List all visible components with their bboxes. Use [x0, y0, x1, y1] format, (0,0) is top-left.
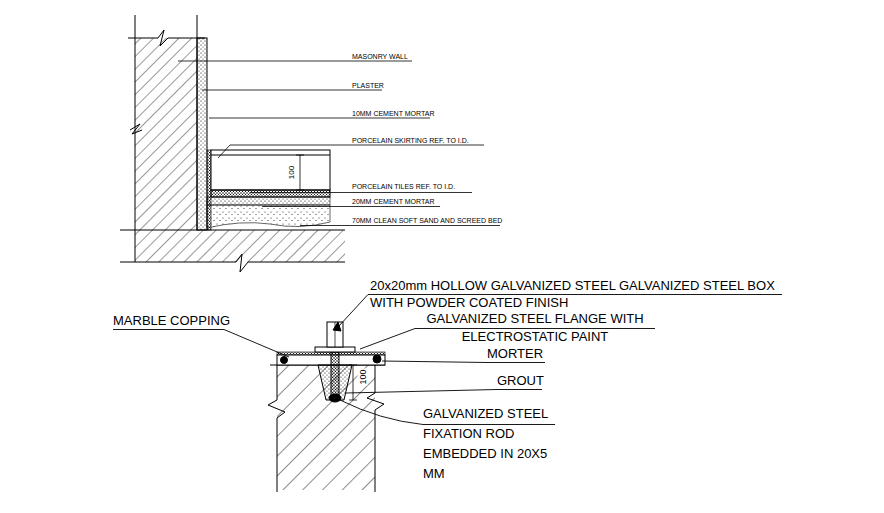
steel-flange	[315, 347, 355, 352]
leader-line	[382, 361, 545, 363]
dimension-line	[349, 365, 357, 400]
dimension-text: 100	[287, 164, 296, 179]
dimension-line	[296, 155, 304, 190]
callout-label: MARBLE COPPING	[113, 313, 230, 329]
skirting-detail	[120, 15, 345, 272]
callout-label: 10MM CEMENT MORTAR	[352, 109, 434, 118]
callout-label: PORCELAIN SKIRTING REF. TO I.D.	[352, 136, 469, 145]
skirting-line	[211, 155, 330, 156]
callout-label: PLASTER	[352, 81, 384, 90]
leader-line	[300, 225, 500, 226]
steel-box	[327, 322, 343, 347]
slab-top	[120, 230, 345, 231]
leader-line	[178, 61, 412, 62]
rod-end	[329, 394, 341, 402]
callout-label: GALVANIZED STEEL FIXATION ROD EMBEDDED I…	[423, 404, 558, 484]
callout-label: GALVANIZED STEEL FLANGE WITH ELECTROSTAT…	[415, 310, 655, 346]
callout-label: 70MM CLEAN SOFT SAND AND SCREED BED	[352, 216, 504, 225]
coping-detail	[268, 322, 385, 492]
break-mark	[130, 124, 142, 134]
cement-mortar-bed	[207, 197, 330, 205]
leader-lines	[113, 295, 782, 425]
leader-line	[262, 206, 440, 207]
callout-label: GROUT	[497, 373, 544, 389]
callout-label: PORCELAIN TILES REF. TO I.D.	[352, 182, 455, 191]
sand-bed	[207, 205, 330, 228]
fixing-dot	[373, 355, 381, 363]
leader-line	[202, 90, 382, 91]
leader-lines	[178, 61, 500, 226]
skirting-tile	[211, 150, 330, 190]
callout-label: 20MM CEMENT MORTAR	[352, 197, 434, 206]
arrow-head	[333, 322, 341, 331]
leader-line	[218, 145, 484, 158]
floor-tile	[211, 190, 330, 197]
dimension-text: 100	[358, 368, 368, 385]
wall-edge	[135, 15, 136, 262]
leader-line	[113, 330, 289, 358]
leader-line	[346, 390, 542, 394]
wall-edge	[268, 365, 285, 492]
fixation-rod	[331, 352, 339, 398]
leader-line	[250, 192, 472, 193]
callout-label: MORTER	[487, 346, 543, 362]
masonry-hatch	[135, 38, 197, 230]
leader-line	[209, 118, 430, 119]
slab-bottom	[120, 254, 345, 272]
wall-hatch	[277, 365, 375, 490]
callout-label: MASONRY WALL	[352, 52, 408, 61]
callout-label: 20x20mm HOLLOW GALVANIZED STEEL GALVANIZ…	[370, 277, 795, 311]
plaster-layer	[197, 38, 207, 230]
break-line	[128, 30, 205, 46]
wall-edge	[367, 365, 384, 492]
fixing-dot	[281, 357, 288, 364]
